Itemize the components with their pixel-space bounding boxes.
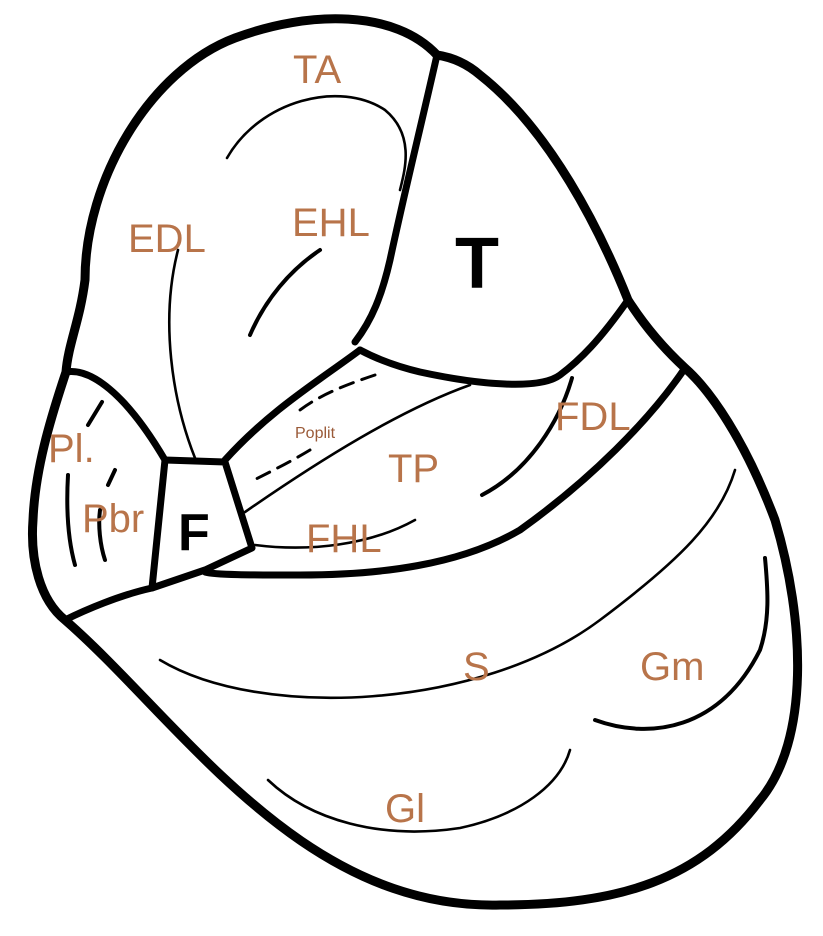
label-edl: EDL	[128, 217, 206, 261]
fiber-pl-lower	[67, 475, 75, 565]
label-gl: Gl	[385, 787, 425, 831]
label-poplit: Poplit	[295, 425, 336, 442]
label-tp: TP	[388, 447, 439, 491]
label-fibula: F	[178, 504, 210, 562]
label-ehl: EHL	[292, 201, 370, 245]
label-tibia: T	[455, 224, 499, 304]
label-fhl: FHL	[306, 517, 382, 561]
fiber-ehl	[250, 250, 320, 335]
fiber-ta	[227, 96, 406, 190]
label-ta: TA	[293, 48, 341, 92]
border-tibia	[360, 300, 628, 384]
label-pl: Pl.	[48, 427, 95, 471]
fiber-pl-upper	[88, 402, 102, 425]
border-ta-tibia	[355, 55, 437, 342]
border-lateral-bottom	[65, 588, 152, 620]
label-fdl: FDL	[555, 395, 631, 439]
fiber-pbr-upper	[108, 470, 115, 485]
label-pbr: Pbr	[82, 497, 144, 541]
fiber-edl	[169, 250, 195, 458]
label-gm: Gm	[640, 645, 704, 689]
fiber-gm	[595, 558, 767, 729]
border-anterior-fibula	[225, 350, 360, 460]
fiber-poplit-upper	[300, 375, 375, 410]
fiber-poplit-lower	[250, 450, 310, 482]
label-s: S	[463, 645, 490, 689]
